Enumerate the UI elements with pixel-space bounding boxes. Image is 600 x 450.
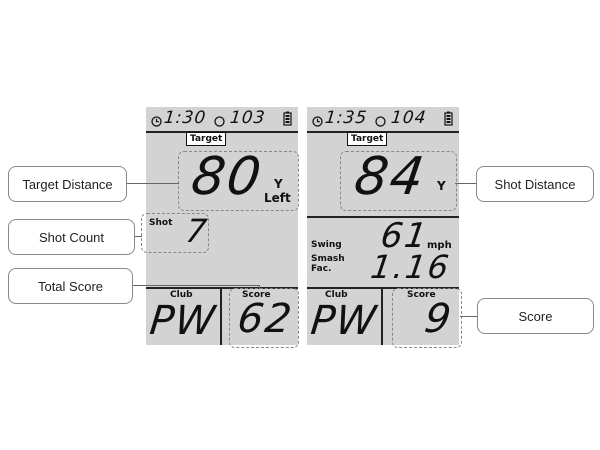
score-callout: Score xyxy=(477,298,594,334)
total-score-leader-drop xyxy=(259,285,260,289)
smash-factor-value: 1.16 xyxy=(368,248,453,286)
shot-distance-callout: Shot Distance xyxy=(476,166,594,202)
time-display: 1:30 xyxy=(162,108,208,128)
target-distance-leader xyxy=(126,183,179,184)
ball-count: 103 xyxy=(228,108,267,128)
right-lcd-screen: 1:35 104 Target 84 Y Swing 61 mph Smash … xyxy=(307,107,459,345)
ball-count: 104 xyxy=(389,108,428,128)
total-score-leader xyxy=(132,285,260,286)
club-label: Club xyxy=(170,290,193,300)
distance-unit: Y xyxy=(437,179,446,193)
swing-label: Swing xyxy=(311,240,342,250)
shot-count-leader xyxy=(134,236,142,237)
golf-ball-icon xyxy=(375,112,386,131)
bottom-divider xyxy=(146,287,298,289)
status-bar: 1:30 103 xyxy=(146,107,298,132)
club-value: PW xyxy=(147,298,219,344)
club-label: Club xyxy=(325,290,348,300)
clock-icon xyxy=(312,112,323,131)
target-distance-highlight xyxy=(178,151,299,211)
target-tag: Target xyxy=(186,132,227,146)
swing-unit: mph xyxy=(427,240,452,251)
shot-count-callout: Shot Count xyxy=(8,219,135,255)
target-distance-callout: Target Distance xyxy=(8,166,127,202)
score-label: Score xyxy=(407,290,436,300)
shot-distance-highlight xyxy=(340,151,457,211)
score-label: Score xyxy=(242,290,271,300)
battery-icon xyxy=(283,111,292,130)
smash-label-line1: Smash xyxy=(311,254,345,264)
target-tag: Target xyxy=(347,132,388,146)
left-lcd-screen: 1:30 103 Target 80 Y Left Shot 7 Club PW… xyxy=(146,107,298,345)
smash-label-line2: Fac. xyxy=(311,264,332,274)
total-score-highlight xyxy=(229,288,299,348)
club-score-divider xyxy=(381,287,383,345)
bottom-divider xyxy=(307,287,459,289)
score-highlight xyxy=(392,288,462,348)
shot-distance-leader xyxy=(455,183,476,184)
club-score-divider xyxy=(220,287,222,345)
clock-icon xyxy=(151,112,162,131)
distance-unit: Y xyxy=(274,177,283,191)
club-value: PW xyxy=(308,298,380,344)
status-bar: 1:35 104 xyxy=(307,107,459,132)
shot-label: Shot xyxy=(149,218,173,228)
total-score-callout: Total Score xyxy=(8,268,133,304)
shot-count-highlight xyxy=(141,213,209,253)
direction-label: Left xyxy=(264,191,291,205)
battery-icon xyxy=(444,111,453,130)
time-display: 1:35 xyxy=(323,108,369,128)
score-leader xyxy=(460,316,477,317)
golf-ball-icon xyxy=(214,112,225,131)
middle-divider xyxy=(307,216,459,218)
